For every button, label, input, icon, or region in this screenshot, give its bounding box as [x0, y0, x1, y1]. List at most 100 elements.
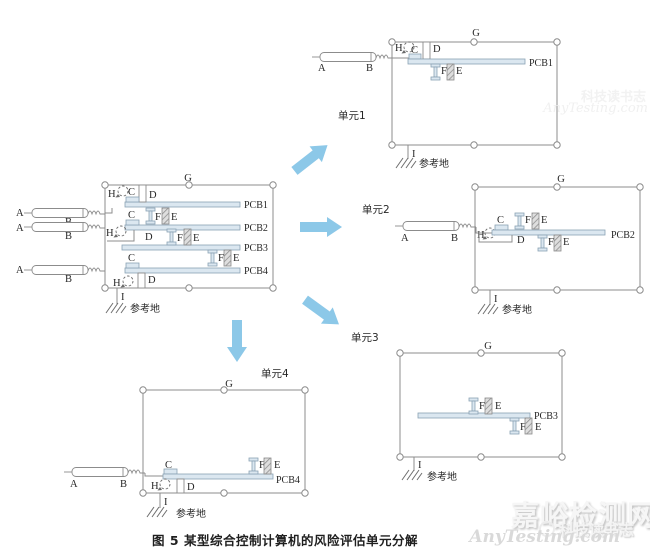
enclosure-node — [636, 183, 644, 191]
label-f: F — [520, 422, 526, 433]
label-e: E — [541, 215, 547, 226]
enclosure-node — [101, 284, 109, 292]
arrow-to-unit1-icon — [288, 137, 334, 179]
component-e — [161, 207, 170, 225]
label-c: C — [128, 253, 135, 264]
coupling-h-arc — [115, 185, 129, 198]
enclosure-node — [553, 286, 561, 294]
coupling-h-arc — [120, 275, 134, 288]
label-g: G — [557, 174, 565, 185]
pcb4-label: PCB4 — [244, 266, 268, 277]
connector-c — [408, 53, 422, 60]
label-h: H — [151, 481, 159, 492]
cable-a — [311, 52, 394, 62]
pcb1-label: PCB1 — [244, 200, 268, 211]
ground-symbol — [401, 469, 423, 481]
watermark-logo-icon — [538, 521, 555, 537]
cable-entry-line — [475, 227, 492, 234]
spacer-d — [422, 41, 431, 60]
label-h: H — [477, 230, 485, 241]
label-h: H — [113, 278, 121, 289]
connector-c — [125, 196, 140, 203]
enclosure-node — [101, 181, 109, 189]
enclosure-node — [220, 489, 228, 497]
standoff-f — [514, 212, 525, 230]
enclosure-node — [139, 386, 147, 394]
label-e: E — [495, 401, 501, 412]
label-g: G — [184, 173, 192, 184]
label-b: B — [366, 63, 373, 74]
ground-bracket — [107, 230, 135, 242]
label-a: A — [16, 265, 24, 276]
unit4-label: 单元4 — [261, 368, 289, 380]
enclosure-node — [636, 286, 644, 294]
label-b: B — [451, 233, 458, 244]
figure-caption: 图 5 某型综合控制计算机的风险评估单元分解 — [152, 533, 418, 548]
component-e — [531, 212, 540, 230]
label-a: A — [16, 208, 24, 219]
watermark-tagline: 科技读书志 — [538, 519, 634, 540]
pcb2-label: PCB2 — [611, 230, 635, 241]
unit3-label: 单元3 — [351, 332, 379, 344]
spacer-d — [138, 184, 147, 203]
watermark-top-site: AnyTesting.com — [543, 101, 648, 116]
standoff-f — [430, 63, 441, 81]
enclosure-node — [553, 141, 561, 149]
cable-a — [394, 221, 477, 231]
cable1-entry-line — [105, 208, 113, 214]
main-assembly: G PCB1 PCB2 PCB3 PCB4 D C H F E C H D F … — [16, 173, 277, 315]
watermark-site: AnyTesting.com — [469, 527, 620, 547]
label-g: G — [472, 28, 480, 39]
ground-bracket — [478, 231, 513, 243]
label-h: H — [108, 189, 116, 200]
coupling-h-arc — [113, 225, 127, 238]
watermark-tagline-text: 科技读书志 — [558, 521, 634, 539]
label-f: F — [525, 215, 531, 226]
enclosure-node — [471, 286, 479, 294]
label-d: D — [517, 235, 525, 246]
label-f: F — [177, 233, 183, 244]
label-d: D — [145, 232, 153, 243]
pcb1-board — [124, 201, 241, 208]
pcb4-label: PCB4 — [276, 475, 300, 486]
ground-symbol — [146, 506, 168, 518]
label-h: H — [395, 43, 403, 54]
label-e: E — [563, 237, 569, 248]
label-i: I — [412, 149, 416, 160]
label-f: F — [155, 212, 161, 223]
enclosure-node — [471, 183, 479, 191]
pcb3-board — [121, 244, 241, 251]
enclosure-node — [558, 349, 566, 357]
connector-c — [494, 224, 509, 231]
enclosure-node — [301, 489, 309, 497]
label-i: I — [121, 292, 125, 303]
ref-ground-label: 参考地 — [419, 157, 449, 170]
component-e — [223, 249, 232, 267]
arrow-to-unit4-icon — [227, 320, 247, 362]
label-a: A — [401, 233, 409, 244]
ground-symbol — [105, 302, 127, 314]
label-d: D — [433, 44, 441, 55]
pcb1-label: PCB1 — [529, 58, 553, 69]
coupling-h-arc — [157, 478, 171, 491]
cable-entry-line — [144, 473, 163, 477]
label-e: E — [274, 460, 280, 471]
unit3-diagram: 单元3 G PCB3 F E F E I 参考地 — [351, 332, 566, 483]
pcb3-label: PCB3 — [534, 411, 558, 422]
label-g: G — [484, 341, 492, 352]
label-c: C — [411, 45, 418, 56]
label-f: F — [441, 66, 447, 77]
label-i: I — [418, 460, 422, 471]
enclosure-node — [301, 386, 309, 394]
connector-c — [125, 219, 140, 226]
label-a: A — [70, 479, 78, 490]
ref-ground-label: 参考地 — [130, 302, 160, 315]
enclosure-node — [470, 38, 478, 46]
enclosure-node — [185, 284, 193, 292]
unit1-label: 单元1 — [338, 110, 366, 122]
label-e: E — [233, 253, 239, 264]
standoff-f — [207, 249, 218, 267]
standoff-f — [145, 207, 156, 225]
label-c: C — [128, 210, 135, 221]
